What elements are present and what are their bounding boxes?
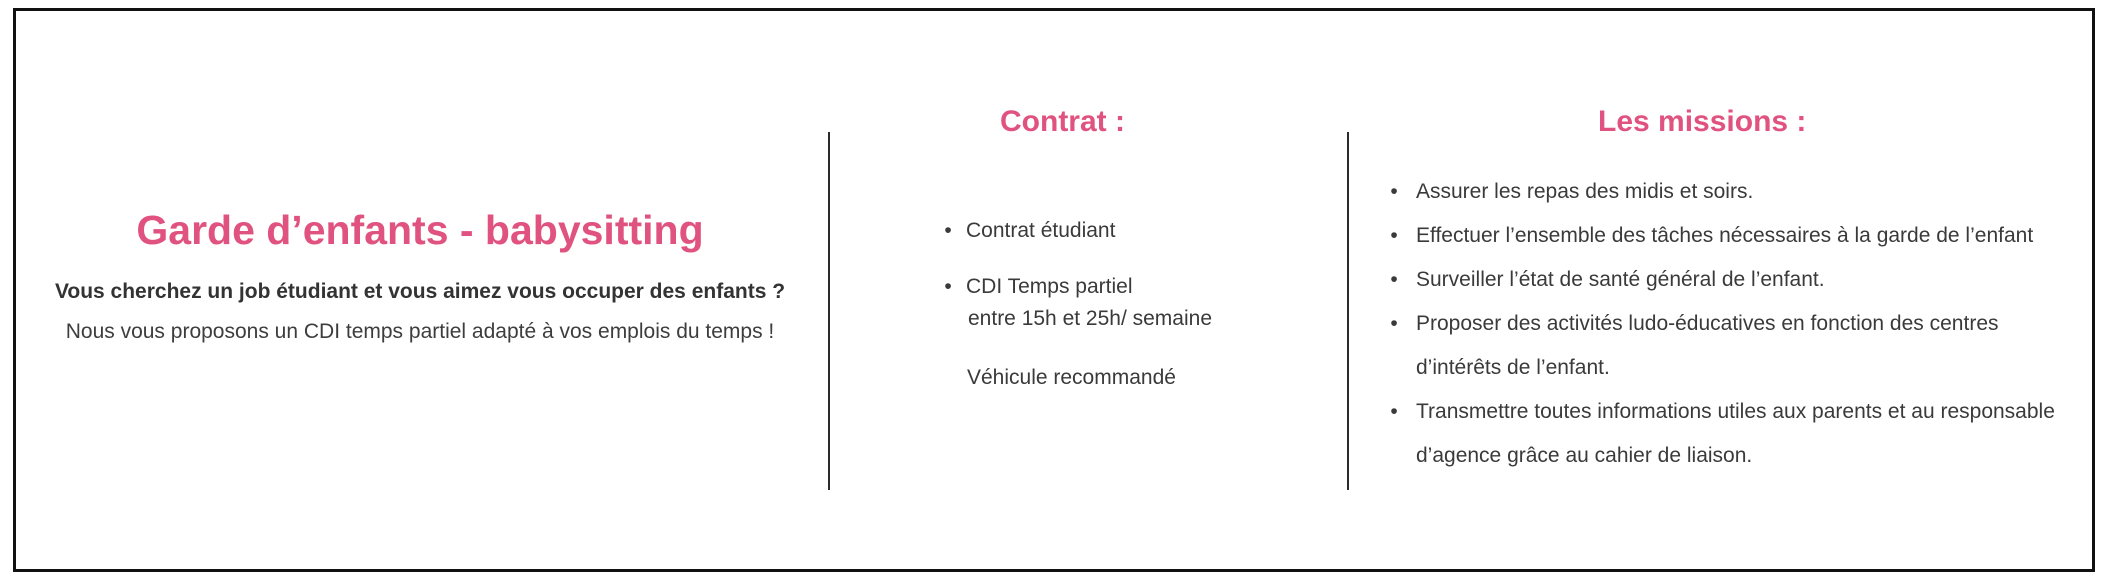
- mission-item-text: Assurer les repas des midis et soirs.: [1416, 180, 1754, 203]
- column-divider-left: [828, 132, 830, 490]
- vehicle-note: Véhicule recommandé: [967, 366, 1176, 389]
- contract-heading: Contrat :: [1000, 105, 1125, 138]
- job-offer: Nous vous proposons un CDI temps partiel…: [65, 320, 775, 343]
- mission-item-text: Surveiller l’état de santé général de l’…: [1416, 268, 1825, 291]
- contract-list: • Contrat étudiant • CDI Temps partiel e…: [940, 216, 1320, 336]
- missions-heading: Les missions :: [1598, 105, 1807, 138]
- bullet-icon: •: [1390, 180, 1398, 203]
- job-title: Garde d’enfants - babysitting: [136, 207, 704, 253]
- bullet-icon: •: [1390, 268, 1398, 291]
- mission-item-text: Transmettre toutes informations utiles a…: [1416, 400, 2055, 467]
- mission-item: • Assurer les repas des midis et soirs.: [1386, 170, 2086, 214]
- job-question: Vous cherchez un job étudiant et vous ai…: [54, 280, 786, 303]
- mission-item: • Transmettre toutes informations utiles…: [1386, 390, 2086, 478]
- mission-item-text: Effectuer l’ensemble des tâches nécessai…: [1416, 224, 2034, 247]
- column-divider-right: [1347, 132, 1349, 490]
- mission-item: • Proposer des activités ludo-éducatives…: [1386, 302, 2086, 390]
- job-card-frame: [13, 8, 2095, 572]
- bullet-icon: •: [1390, 400, 1398, 423]
- bullet-icon: •: [1390, 312, 1398, 335]
- bullet-icon: •: [944, 275, 952, 298]
- contract-item: • CDI Temps partiel entre 15h et 25h/ se…: [940, 272, 1320, 336]
- contract-item-label: Contrat étudiant: [966, 219, 1116, 242]
- bullet-icon: •: [944, 219, 952, 242]
- missions-list: • Assurer les repas des midis et soirs. …: [1386, 170, 2086, 478]
- contract-item-detail: entre 15h et 25h/ semaine: [968, 307, 1213, 330]
- mission-item: • Effectuer l’ensemble des tâches nécess…: [1386, 214, 2086, 258]
- mission-item: • Surveiller l’état de santé général de …: [1386, 258, 2086, 302]
- bullet-icon: •: [1390, 224, 1398, 247]
- contract-item-label: CDI Temps partiel: [966, 275, 1133, 298]
- contract-item: • Contrat étudiant: [940, 216, 1320, 246]
- job-summary: Garde d’enfants - babysitting Vous cherc…: [20, 200, 820, 346]
- mission-item-text: Proposer des activités ludo-éducatives e…: [1416, 312, 1999, 379]
